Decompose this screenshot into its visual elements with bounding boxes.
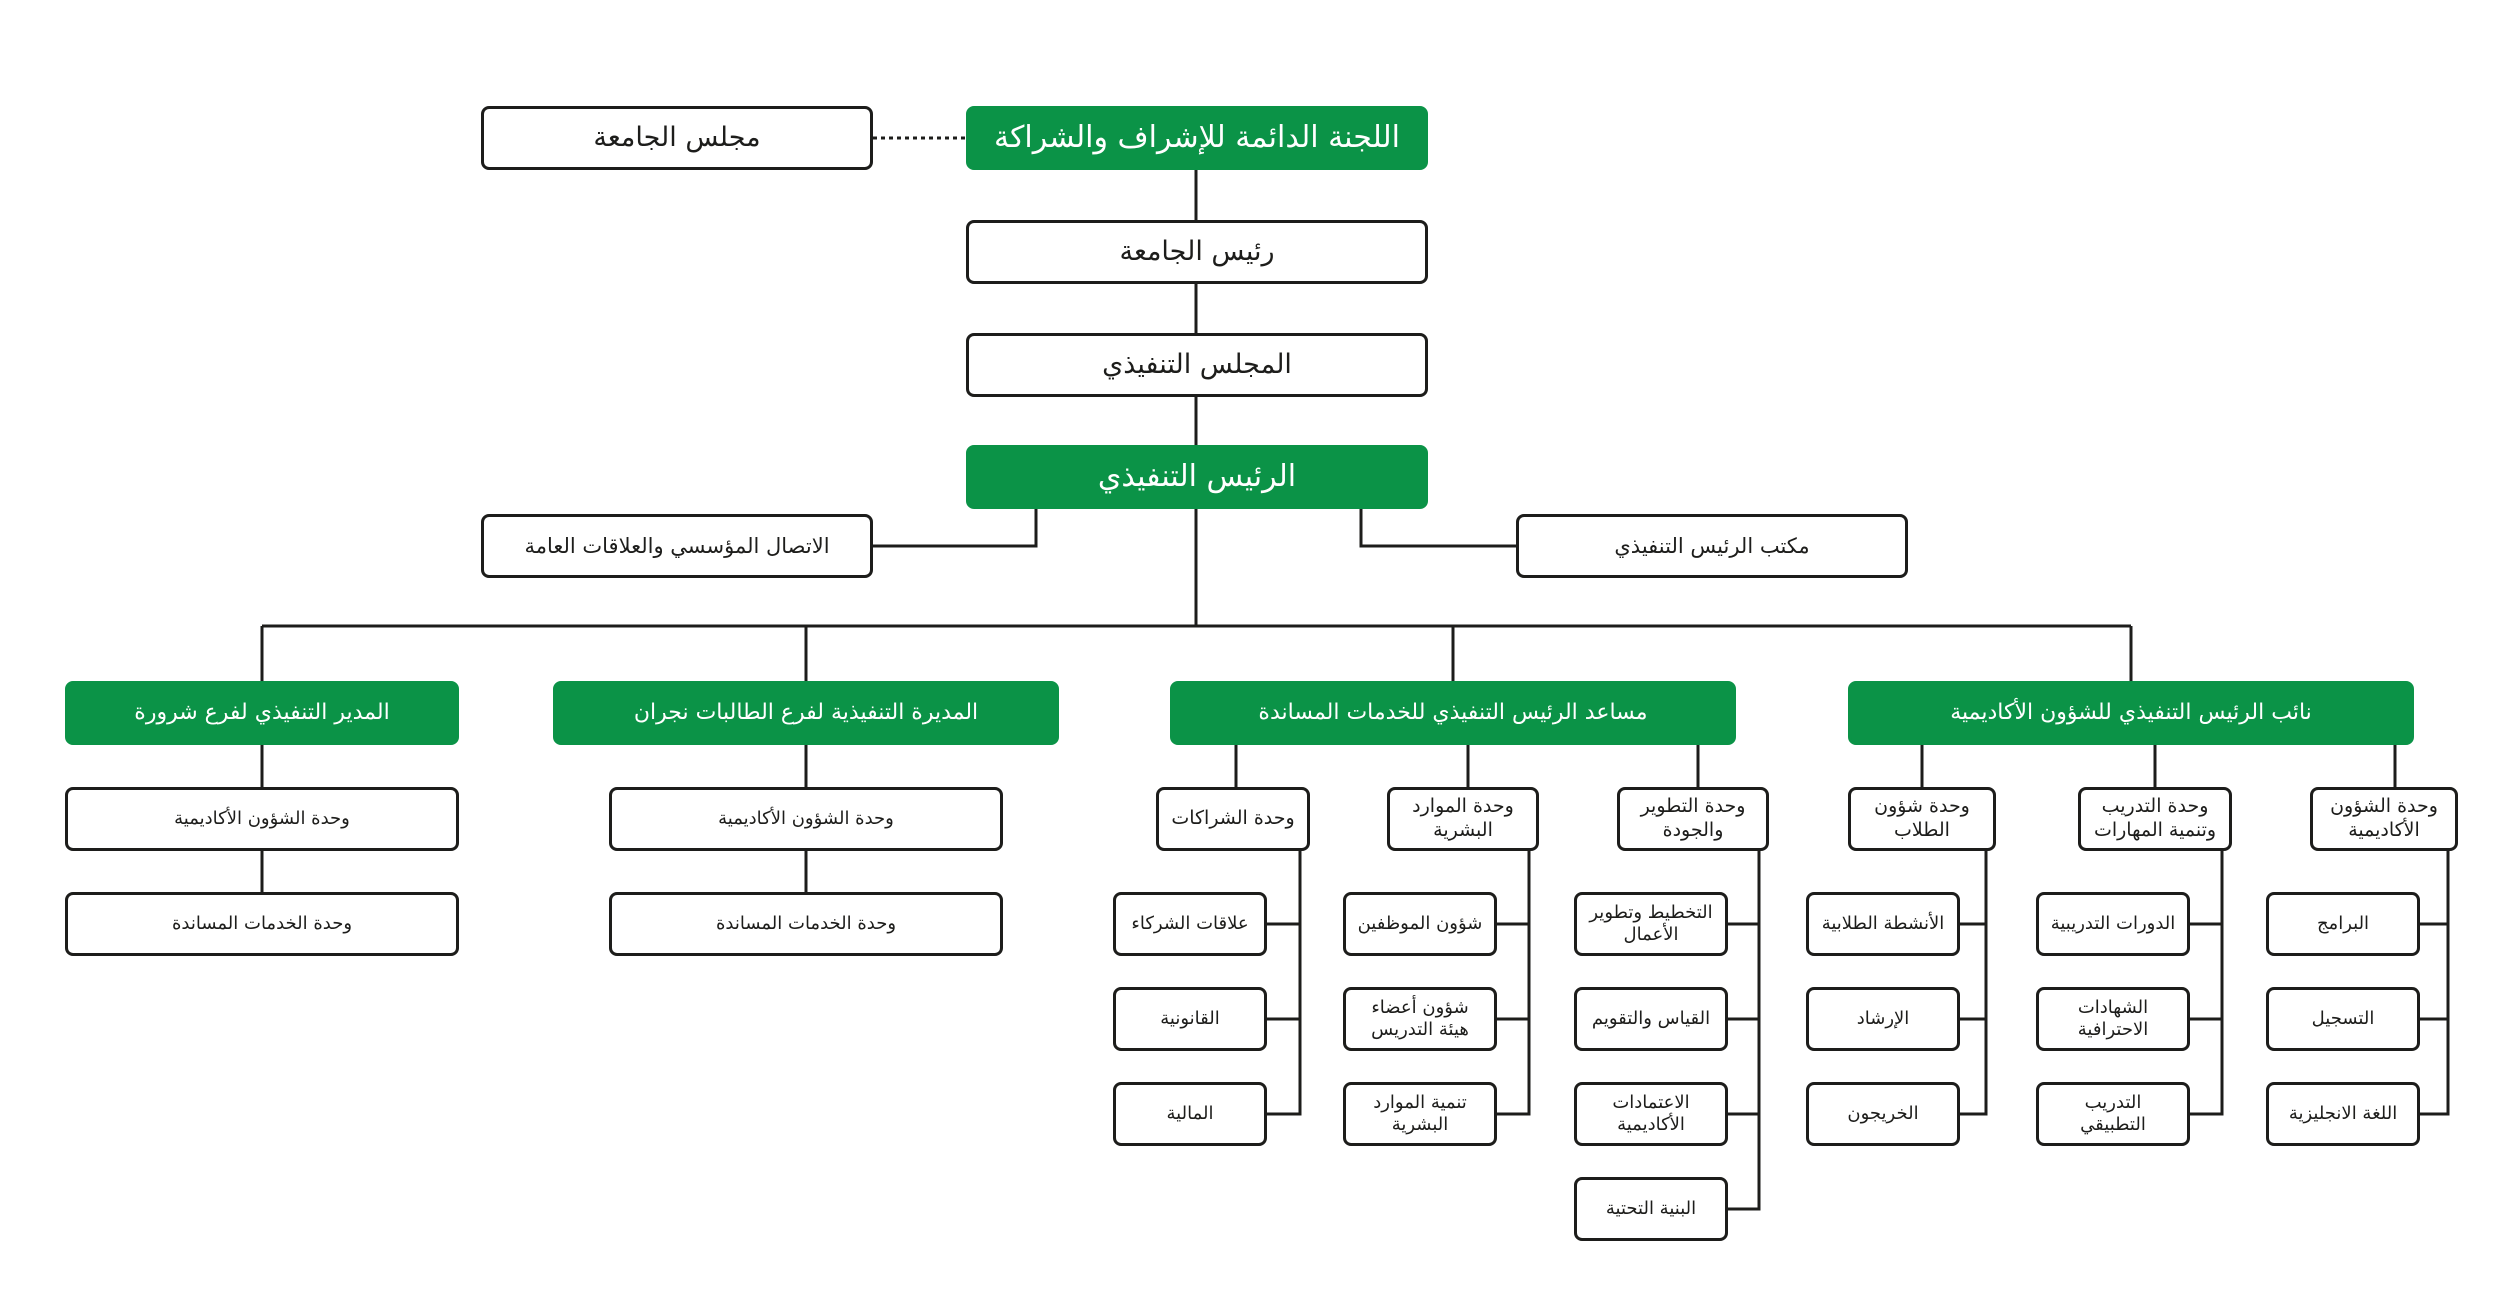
infrastructure-box: البنية التحتية <box>1574 1177 1728 1241</box>
ceo-box: الرئيس التنفيذي <box>966 445 1428 509</box>
assessment-box: القياس والتقويم <box>1574 987 1728 1051</box>
human-resources-unit-box: وحدة الموارد البشرية <box>1387 787 1539 851</box>
najran-academic-unit-box: وحدة الشؤون الأكاديمية <box>609 787 1003 851</box>
university-council-box: مجلس الجامعة <box>481 106 873 170</box>
training-courses-box: الدورات التدريبية <box>2036 892 2190 956</box>
business-planning-box: التخطيط وتطوير الأعمال <box>1574 892 1728 956</box>
academic-affairs-bracket <box>2420 851 2450 1116</box>
training-bracket <box>2190 851 2224 1116</box>
alumni-box: الخريجون <box>1806 1082 1960 1146</box>
finance-box: المالية <box>1113 1082 1267 1146</box>
communications-box: الاتصال المؤسسي والعلاقات العامة <box>481 514 873 578</box>
academic-accreditation-box: الاعتمادات الأكاديمية <box>1574 1082 1728 1146</box>
support-services-assistant-box: مساعد الرئيس التنفيذي للخدمات المساندة <box>1170 681 1736 745</box>
training-unit-box: وحدة التدريب وتنمية المهارات <box>2078 787 2232 851</box>
programs-box: البرامج <box>2266 892 2420 956</box>
registration-box: التسجيل <box>2266 987 2420 1051</box>
communications-link <box>873 509 1038 548</box>
partnerships-bracket <box>1267 851 1302 1116</box>
najran-branch-director-box: المديرة التنفيذية لفرع الطالبات نجران <box>553 681 1059 745</box>
partner-relations-box: علاقات الشركاء <box>1113 892 1267 956</box>
hr-bracket <box>1497 851 1531 1116</box>
executive-council-box: المجلس التنفيذي <box>966 333 1428 397</box>
student-affairs-unit-box: وحدة شؤون الطلاب <box>1848 787 1996 851</box>
english-language-box: اللغة الانجليزية <box>2266 1082 2420 1146</box>
faculty-affairs-box: شؤون أعضاء هيئة التدريس <box>1343 987 1497 1051</box>
legal-box: القانونية <box>1113 987 1267 1051</box>
sharurah-branch-director-box: المدير التنفيذي لفرع شرورة <box>65 681 459 745</box>
student-activities-box: الأنشطة الطلابية <box>1806 892 1960 956</box>
development-quality-unit-box: وحدة التطوير والجودة <box>1617 787 1769 851</box>
ceo-office-link <box>1359 509 1516 548</box>
development-bracket <box>1728 851 1761 1211</box>
ceo-office-box: مكتب الرئيس التنفيذي <box>1516 514 1908 578</box>
applied-training-box: التدريب التطبيقي <box>2036 1082 2190 1146</box>
academic-affairs-unit-box: وحدة الشؤون الأكاديمية <box>2310 787 2458 851</box>
professional-certificates-box: الشهادات الاحترافية <box>2036 987 2190 1051</box>
hr-development-box: تنمية الموارد البشرية <box>1343 1082 1497 1146</box>
najran-support-unit-box: وحدة الخدمات المساندة <box>609 892 1003 956</box>
counseling-box: الإرشاد <box>1806 987 1960 1051</box>
student-affairs-bracket <box>1960 851 1988 1116</box>
sharurah-academic-unit-box: وحدة الشؤون الأكاديمية <box>65 787 459 851</box>
university-president-box: رئيس الجامعة <box>966 220 1428 284</box>
oversight-committee-box: اللجنة الدائمة للإشراف والشراكة <box>966 106 1428 170</box>
academic-affairs-vp-box: نائب الرئيس التنفيذي للشؤون الأكاديمية <box>1848 681 2414 745</box>
sharurah-support-unit-box: وحدة الخدمات المساندة <box>65 892 459 956</box>
partnerships-unit-box: وحدة الشراكات <box>1156 787 1310 851</box>
employee-affairs-box: شؤون الموظفين <box>1343 892 1497 956</box>
